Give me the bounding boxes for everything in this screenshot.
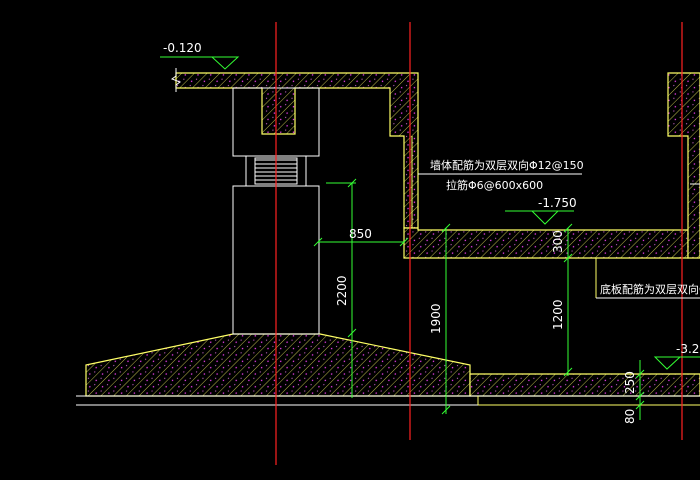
- elevation-marker-base: -3.25: [653, 342, 700, 370]
- note-tie-bar: 拉筋Φ6@600x600: [446, 178, 543, 192]
- dim-2200: 2200: [335, 275, 349, 306]
- pit-right-wall: [667, 72, 700, 259]
- dim-250: 250: [623, 371, 637, 394]
- rebar-notes: 墙体配筋为双层双向Φ12@150 拉筋Φ6@600x600 底板配筋为双层双向Φ…: [418, 158, 700, 299]
- note-bottom-rebar: 底板配筋为双层双向Φ12@: [600, 282, 700, 296]
- dim-850: 850: [349, 227, 372, 241]
- concrete-structure: [85, 72, 700, 397]
- elevation-marker-pit: -1.750: [505, 196, 577, 225]
- triangle-elevation-icon: [530, 210, 560, 225]
- elevation-base-label: -3.25: [676, 342, 700, 356]
- break-line-icon: [170, 68, 182, 92]
- pit-floor-slab: [403, 227, 689, 259]
- dimension-lines: [313, 178, 645, 420]
- triangle-elevation-icon: [210, 56, 240, 70]
- elevation-top-label: -0.120: [163, 41, 202, 55]
- top-slab-with-beam: [175, 72, 419, 229]
- ground-lines: [76, 395, 700, 406]
- dim-300: 300: [551, 230, 565, 253]
- base-slab-right: [469, 373, 700, 397]
- dim-80: 80: [623, 409, 637, 424]
- triangle-elevation-icon: [653, 356, 682, 370]
- note-wall-rebar: 墙体配筋为双层双向Φ12@150: [430, 158, 584, 172]
- dim-1900: 1900: [429, 303, 443, 334]
- axis-lines: [275, 22, 683, 465]
- foundation-footing: [85, 333, 471, 397]
- dim-1200: 1200: [551, 299, 565, 330]
- elevation-pit-label: -1.750: [538, 196, 577, 210]
- elevation-marker-top: -0.120: [160, 41, 240, 70]
